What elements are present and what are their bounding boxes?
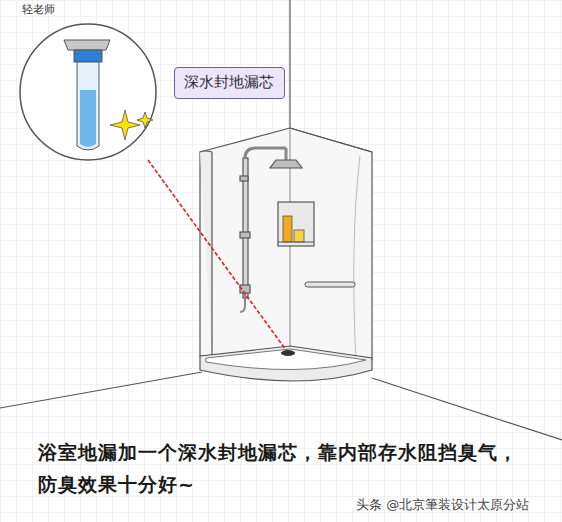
wall-shelf bbox=[278, 202, 314, 246]
sparkle bbox=[137, 112, 153, 128]
room-lines bbox=[0, 0, 562, 440]
sparkle bbox=[110, 110, 140, 140]
floor-drain bbox=[281, 350, 295, 356]
leader-line bbox=[148, 160, 286, 350]
caption: 浴室地漏加一个深水封地漏芯，靠内部存水阻挡臭气，防臭效果十分好~ bbox=[38, 436, 524, 500]
grab-bar bbox=[305, 282, 355, 287]
callout-label: 深水封地漏芯 bbox=[174, 67, 285, 99]
shower-enclosure bbox=[200, 128, 372, 381]
watermark: 头条 @北京筆装设计太原分站 bbox=[356, 496, 529, 514]
label-text: 深水封地漏芯 bbox=[184, 73, 275, 93]
callout-circle bbox=[20, 24, 156, 160]
author-label: 轻老师 bbox=[22, 2, 55, 17]
